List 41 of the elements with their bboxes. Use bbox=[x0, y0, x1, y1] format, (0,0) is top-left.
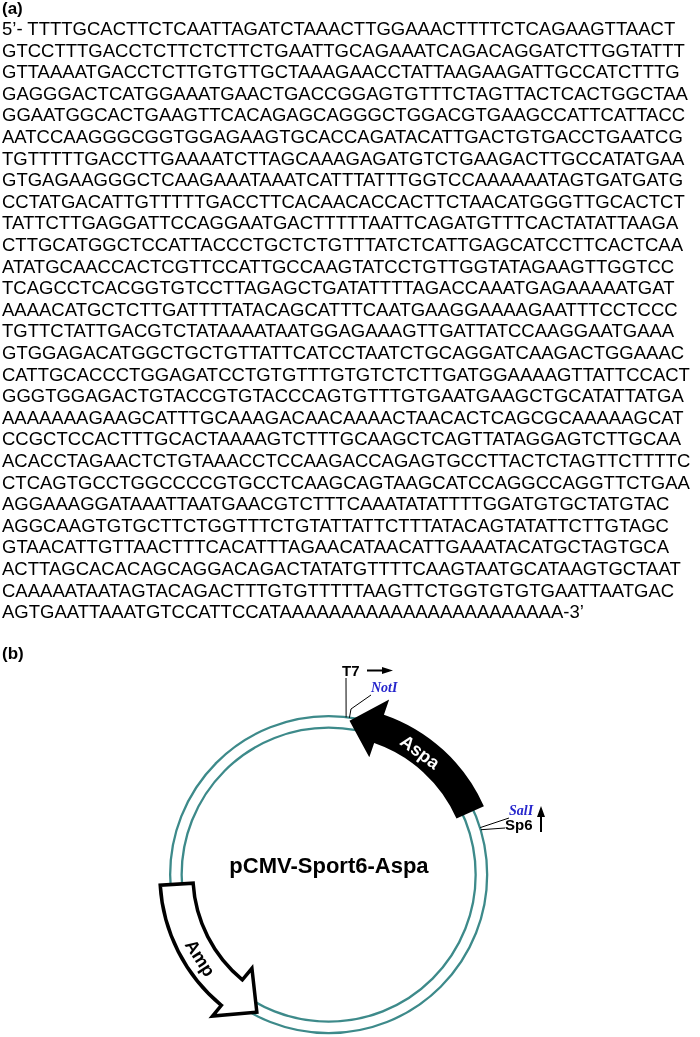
promoter-label: T7 bbox=[342, 663, 360, 678]
sequence-line: TCAGCCTCACGGTGTCCTTAGAGCTGATATTTTAGACCAAATGAGAAAAATGAT bbox=[2, 277, 675, 299]
panel-label: (b) bbox=[2, 645, 24, 662]
leader-line bbox=[480, 827, 506, 831]
promoter-label: Sp6 bbox=[505, 817, 533, 832]
leader-line bbox=[479, 817, 510, 829]
restriction-site-label: SalI bbox=[509, 804, 534, 818]
sequence-line: ACTTAGCACACAGCAGGACAGACTATATGTTTTCAAGTAATGCATAAGTGCTAAT bbox=[2, 558, 681, 580]
sequence-line: CCTATGACATTGTTTTTGACCTTCACAACACCACTTCTAACATGGGTTGCACTCT bbox=[2, 190, 685, 213]
sequence-line: GTGAGAAGGGCTCAAGAAATAAATCATTTATTTGGTCCAAAAAATAGTGATGATG bbox=[2, 169, 684, 191]
sequence-line: AGGCAAGTGTGCTTCTGGTTTCTGTATTATTCTTTATACAGTATATTCTTGTAGC bbox=[2, 514, 669, 537]
leader-line bbox=[348, 694, 372, 719]
sequence-line: GTGGAGACATGGCTGCTGTTATTCATCCTAATCTGCAGGATCAAGACTGGAAAC bbox=[2, 342, 685, 364]
sequence-line: CTCAGTGCCTGGCCCCGTGCCTCAAGCAGTAAGCATCCAGGCCAGGTTCTGAA bbox=[2, 471, 690, 494]
sequence-line: AAAACATGCTCTTGATTTTATACAGCATTTCAATGAAGGAAAAGAATTTCCTCCC bbox=[2, 298, 678, 321]
sequence-line: AAAAAAAGAAGCATTTGCAAAGACAACAAAACTAACACTCAGCGCAAAAAGCAT bbox=[2, 406, 684, 429]
panel-label: (a) bbox=[2, 0, 23, 17]
gene-arrow bbox=[349, 698, 485, 819]
sequence-line: CCGCTCCACTTTGCACTAAAAGTCTTTGCAAGCTCAGTTATAGGAGTCTTGCAA bbox=[2, 428, 681, 450]
gene-arrow bbox=[156, 879, 262, 1021]
sequence-line: GGAATGGCACTGAAGTTCACAGAGCAGGGCTGGACGTGAAGCCATTCATTACC bbox=[2, 104, 686, 126]
sequence-line: CAAAAATAATAGTACAGACTTTGTGTTTTTAAGTTCTGGTGTGTGAATTAATGAC bbox=[2, 579, 675, 602]
sequence-line: AGGAAAGGATAAATTAATGAACGTCTTTCAAATATATTTTGGATGTGCTATGTAC bbox=[2, 493, 670, 515]
sequence-line: GTCCTTTGACCTCTTCTCTTCTGAATTGCAGAAATCAGACAGGATCTTGGTATTT bbox=[2, 39, 685, 62]
sequence-line: GTTAAAATGACCTCTTGTGTTGCTAAAGAACCTATTAAGAAGATTGCCATCTTTG bbox=[2, 61, 680, 83]
sequence-line: TGTTCTATTGACGTCTATAAAATAATGGAGAAAGTTGATTATCCAAGGAATGAAA bbox=[2, 320, 675, 342]
leader-line bbox=[345, 677, 347, 718]
sequence-line: AGTGAATTAAATGTCCATTCCATAAAAAAAAAAAAAAAAAAAAAAA-3’ bbox=[2, 601, 584, 623]
sequence-line: GAGGGACTCATGGAAATGAACTGACCGGAGTGTTTCTAGTTACTCACTGGCTAA bbox=[2, 82, 688, 105]
sequence-line: GGGTGGAGACTGTACCGTGTACCCAGTGTTTGTGAATGAAGCTGCATATTATGA bbox=[2, 385, 684, 407]
sequence-line: ATATGCAACCACTCGTTCCATTGCCAAGTATCCTGTTGGTATAGAAGTTGGTCC bbox=[2, 255, 675, 278]
sequence-line: 5’- TTTTGCACTTCTCAATTAGATCTAAACTTGGAAACTTTTCTCAGAAGTTAACT bbox=[2, 18, 676, 40]
sequence-line: GTAACATTGTTAACTTTCACATTTAGAACATAACATTGAAATACATGCTAGTGCA bbox=[2, 536, 670, 558]
sequence-line: CTTGCATGGCTCCATTACCCTGCTCTGTTTATCTCATTGAGCATCCTTCACTCAA bbox=[2, 234, 683, 256]
sequence-line: ACACCTAGAACTCTGTAAACCTCCAAGACCAGAGTGCCTTACTCTAGTTCTTTTC bbox=[2, 450, 691, 472]
sequence-line: CATTGCACCCTGGAGATCCTGTGTTTGTGTCTCTTGATGGAAAAGTTATTCCACT bbox=[2, 363, 690, 386]
restriction-site-label: NotI bbox=[371, 681, 398, 695]
plasmid-name: pCMV-Sport6-Aspa bbox=[229, 855, 429, 877]
sequence-line: TGTTTTTGACCTTGAAAATCTTAGCAAAGAGATGTCTGAAGACTTGCCATATGAA bbox=[2, 147, 685, 170]
sequence-line: TATTCTTGAGGATTCCAGGAATGACTTTTTAATTCAGATGTTTCACTATATTAAGA bbox=[2, 212, 679, 234]
sequence-line: AATCCAAGGGCGGTGGAGAAGTGCACCAGATACATTGACTGTGACCTGAATCG bbox=[2, 126, 683, 148]
